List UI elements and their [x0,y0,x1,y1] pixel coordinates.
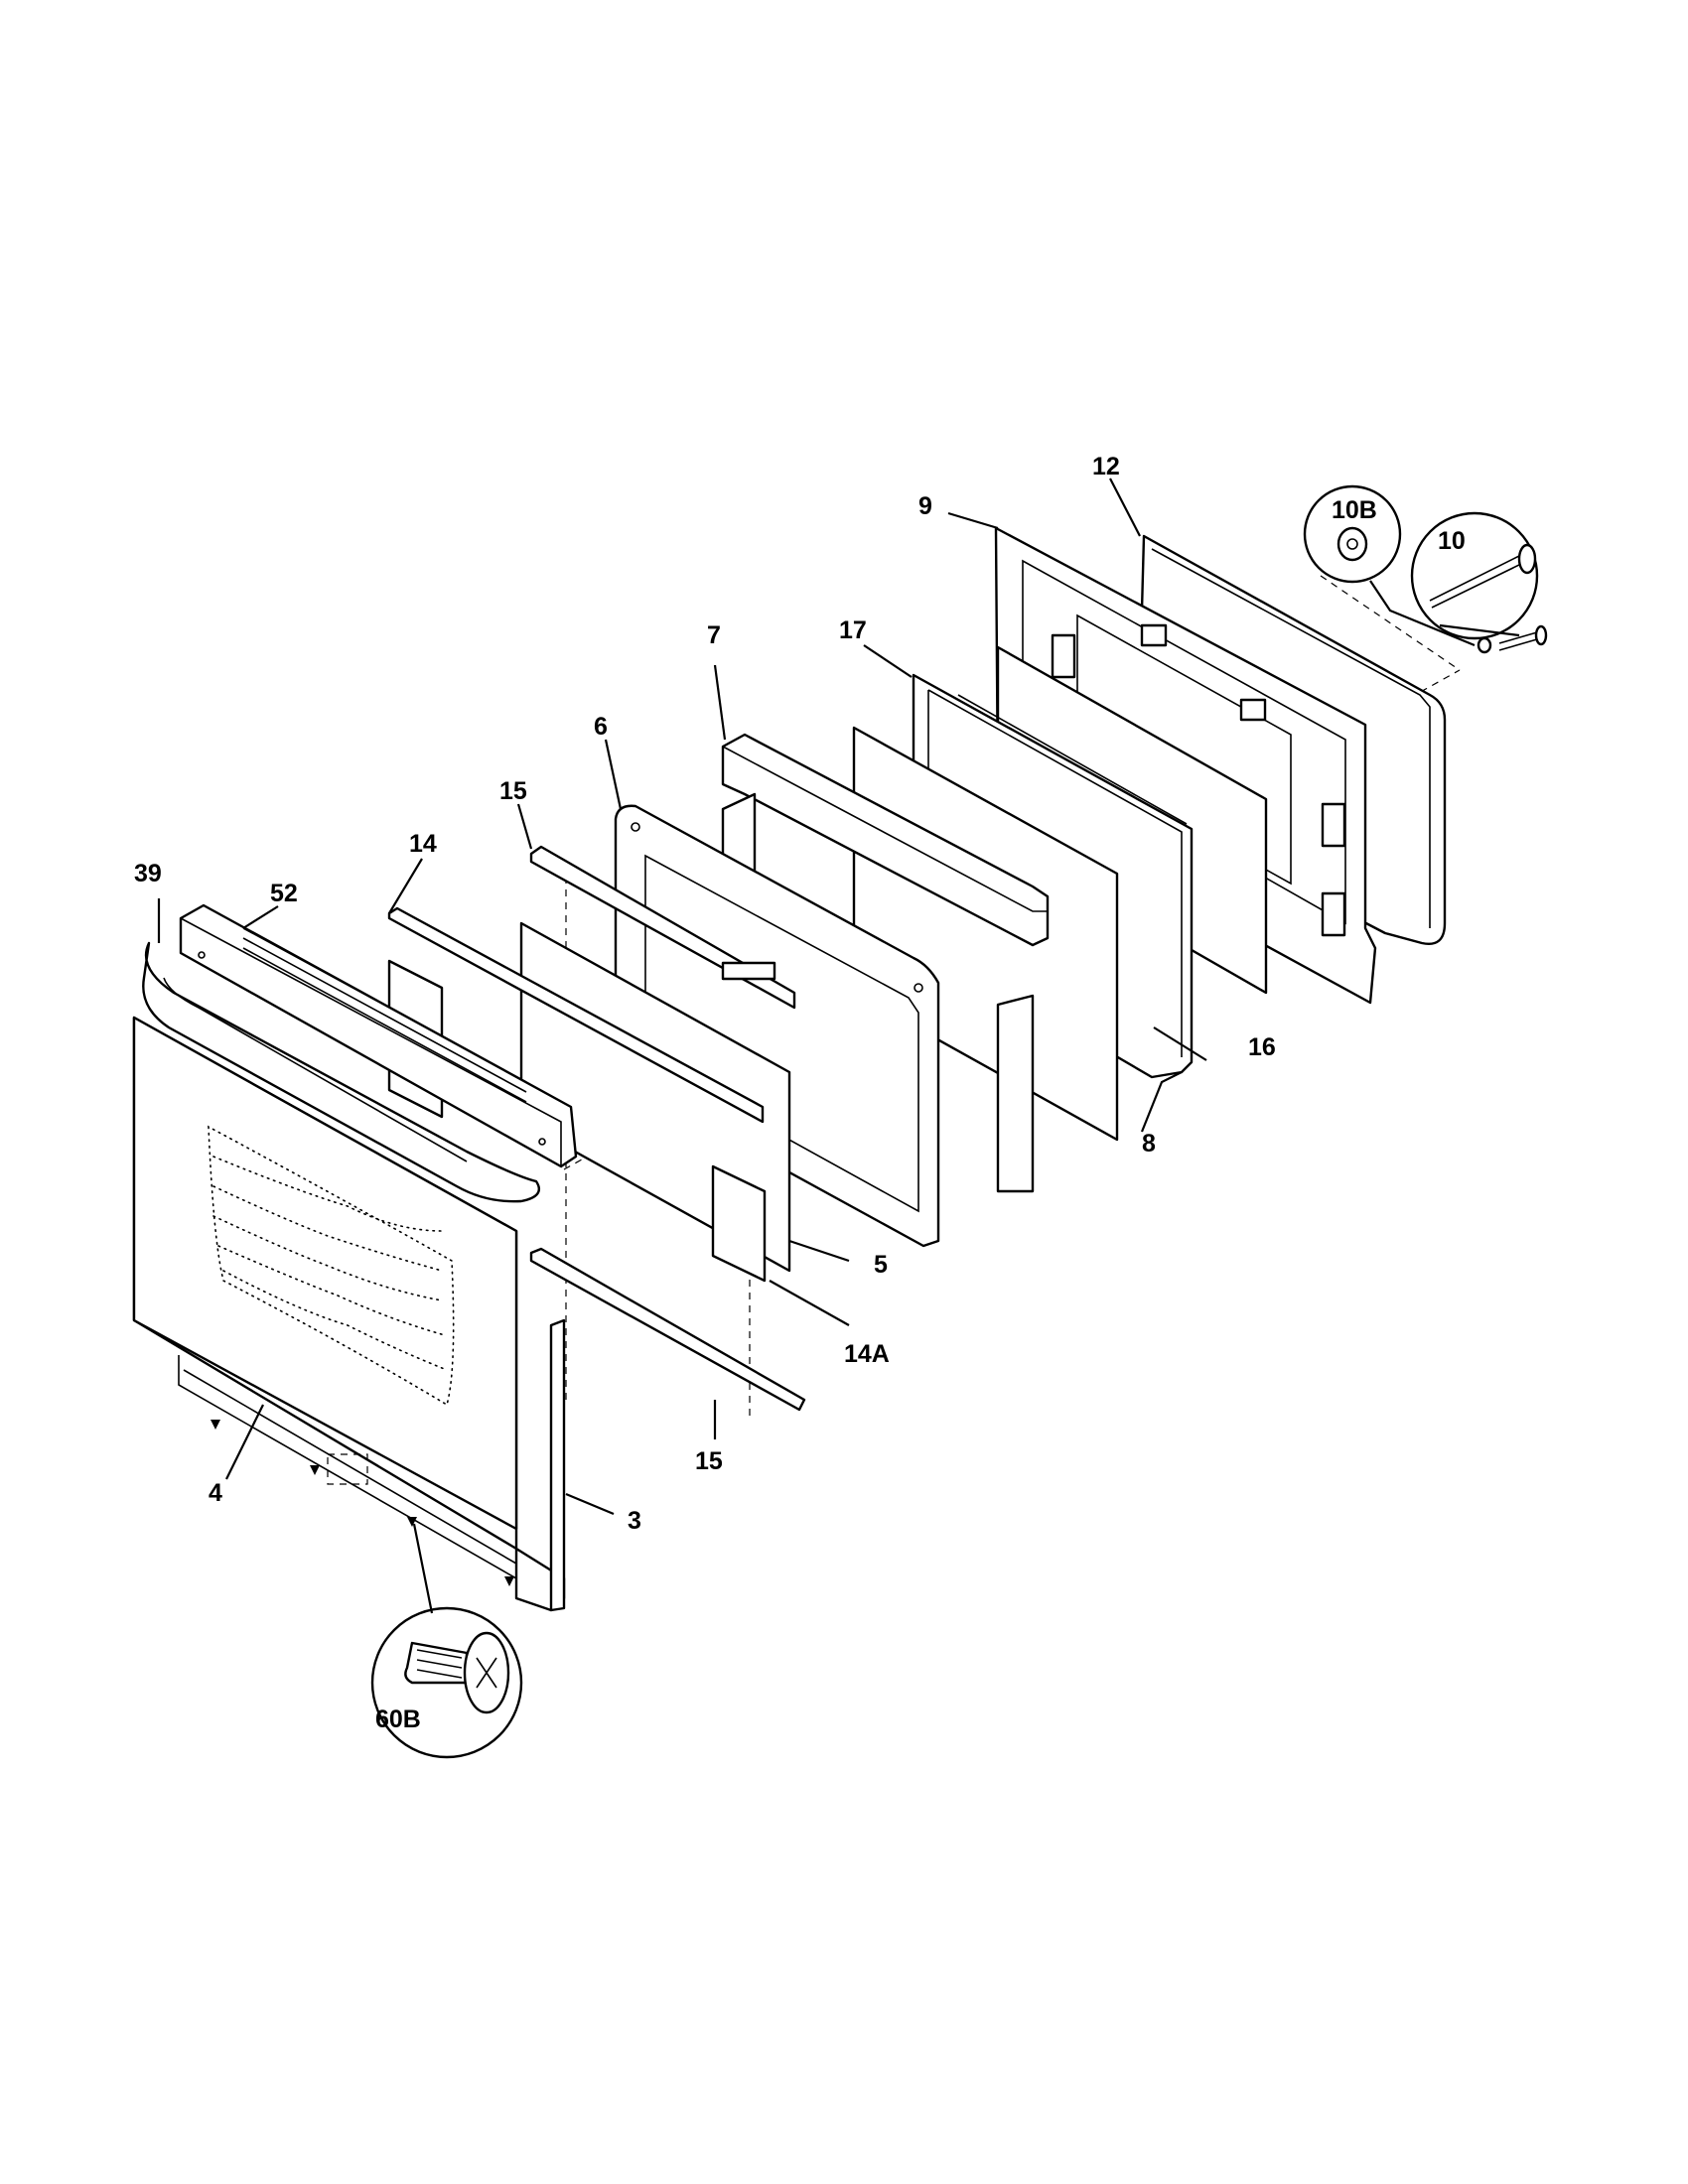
trim-strip-bottom-part [529,1247,806,1412]
part-labels: 12 9 10B 10 17 7 6 15 14 39 52 16 8 5 14… [134,453,1466,1733]
label-8: 8 [1142,1130,1156,1158]
label-3: 3 [628,1507,641,1535]
screws [211,1420,514,1586]
label-15-bottom: 15 [695,1447,723,1475]
label-5: 5 [874,1251,888,1279]
label-9: 9 [918,492,932,520]
label-52: 52 [270,880,298,907]
label-6: 6 [594,713,608,741]
label-17: 17 [839,616,867,644]
label-60b: 60B [375,1706,421,1733]
label-10b: 10B [1332,496,1377,524]
label-15-top: 15 [499,777,527,805]
control-panel-trim-part [179,903,578,1168]
screw-60b-detail [370,1523,523,1759]
label-7: 7 [707,621,721,649]
label-14a: 14A [844,1340,890,1368]
label-4: 4 [209,1479,222,1507]
leader-lines [157,478,1207,1516]
label-12: 12 [1092,453,1120,480]
trim-strip-top-part [529,845,796,1010]
outer-glass-part [132,1016,518,1531]
door-handle-part [142,941,541,1203]
hinge-pin-detail [1303,484,1548,654]
label-14: 14 [409,830,437,858]
label-39: 39 [134,860,162,887]
label-10: 10 [1438,527,1466,555]
label-16: 16 [1248,1033,1276,1061]
insulation-14a-part [711,1164,767,1283]
door-gasket-part [1140,534,1447,945]
